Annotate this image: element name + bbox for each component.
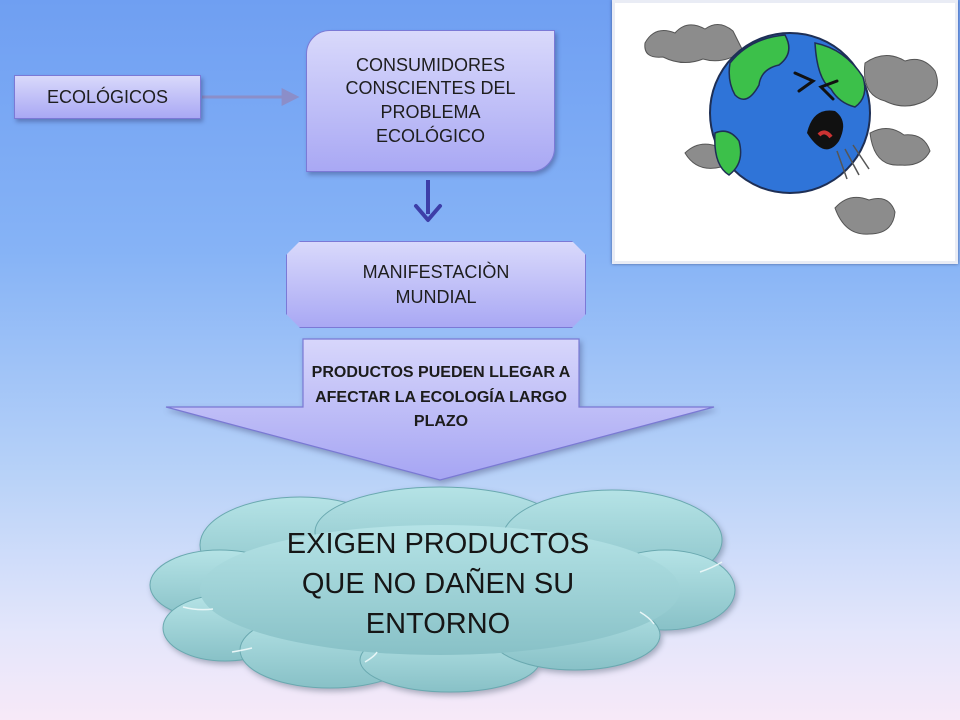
big-down-arrow xyxy=(165,338,715,481)
manifestacion-label: MANIFESTACIÒN MUNDIAL xyxy=(362,262,510,307)
ecologicos-box: ECOLÓGICOS xyxy=(14,75,201,119)
consumidores-to-manifestacion-arrow xyxy=(414,180,442,222)
productos-label: PRODUCTOS PUEDEN LLEGAR A AFECTAR LA ECO… xyxy=(311,363,571,431)
consumidores-label: CONSUMIDORES CONSCIENTES DEL PROBLEMA EC… xyxy=(345,54,516,146)
earth-picture-frame xyxy=(612,0,958,264)
cloud-shape xyxy=(149,486,736,693)
ecologicos-label: ECOLÓGICOS xyxy=(46,86,169,107)
exigen-label-wrap: EXIGEN PRODUCTOS QUE NO DAÑEN SU ENTORNO xyxy=(228,520,648,650)
exigen-label: EXIGEN PRODUCTOS QUE NO DAÑEN SU ENTORNO xyxy=(286,528,590,640)
consumidores-box: CONSUMIDORES CONSCIENTES DEL PROBLEMA EC… xyxy=(306,30,555,172)
manifestacion-box: MANIFESTACIÒN MUNDIAL xyxy=(286,241,586,328)
productos-label-wrap: PRODUCTOS PUEDEN LLEGAR A AFECTAR LA ECO… xyxy=(303,339,579,457)
sick-earth-cartoon-icon xyxy=(642,14,950,250)
